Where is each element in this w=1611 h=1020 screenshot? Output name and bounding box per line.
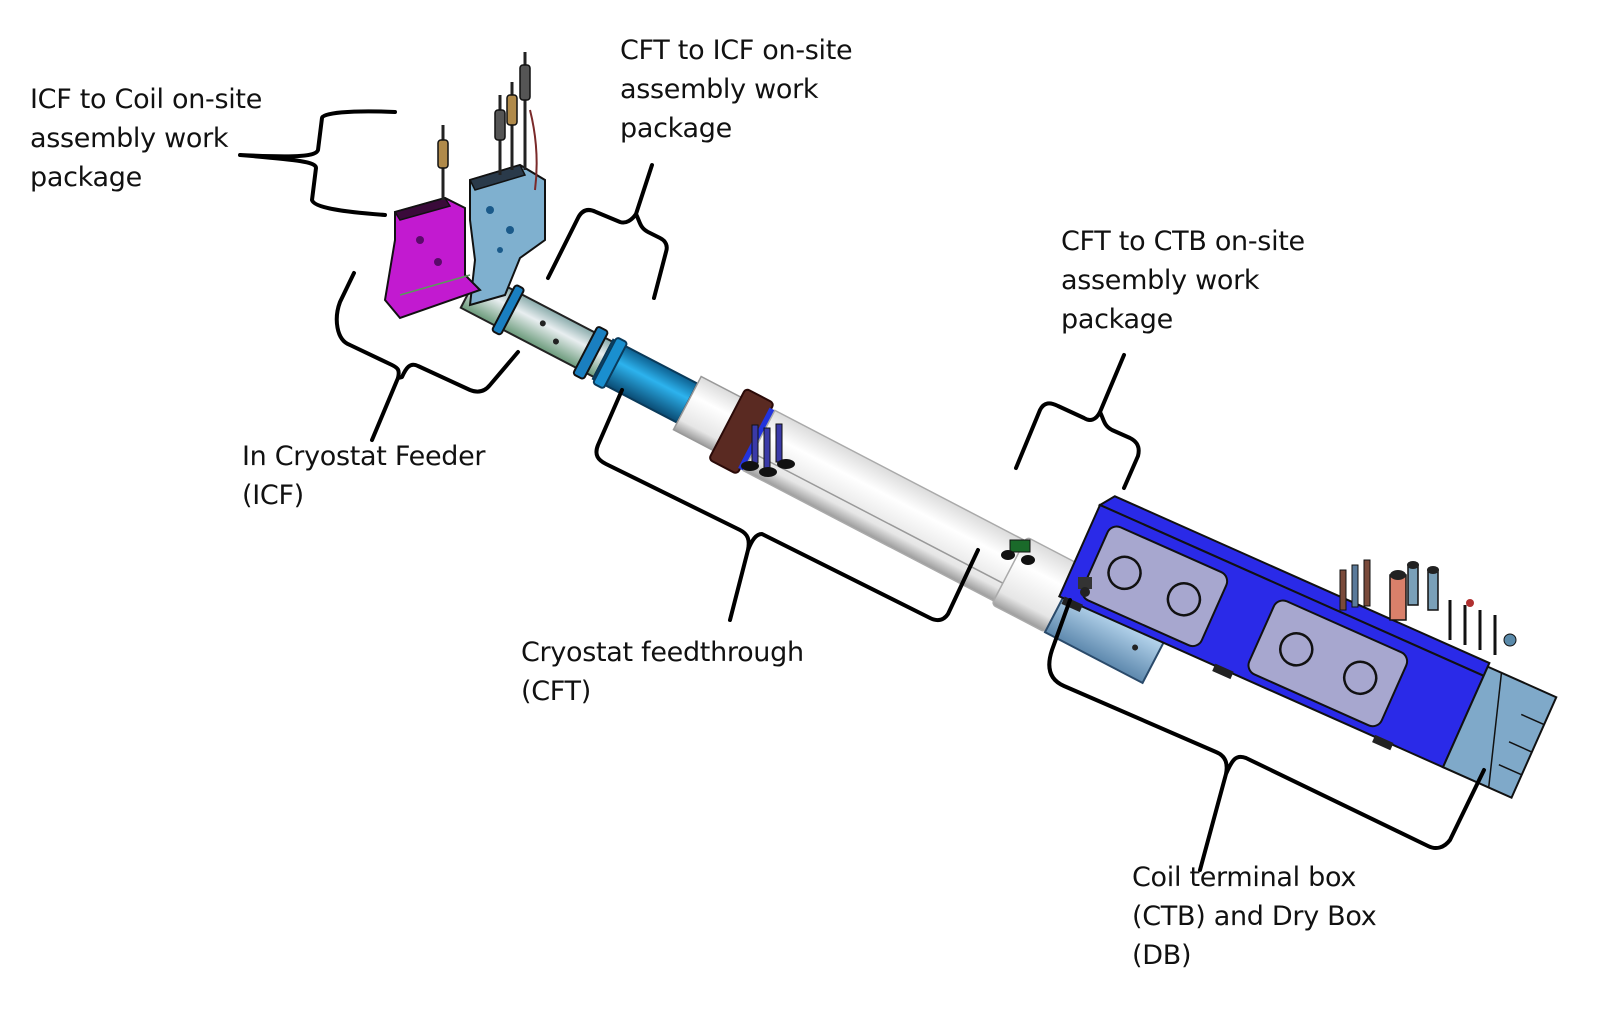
cft-support-stand xyxy=(741,423,795,477)
ctb-db-assembly xyxy=(1058,495,1558,800)
ctb-instruments xyxy=(1339,559,1517,655)
brace-cft xyxy=(594,388,980,623)
cft-pipe-assembly xyxy=(459,270,1179,685)
label-line: (CTB) and Dry Box xyxy=(1132,901,1377,932)
label-line: CFT to CTB on-site xyxy=(1061,226,1305,257)
icf-flange xyxy=(572,326,609,380)
label-line: assembly work xyxy=(30,123,229,154)
label-icf-to-coil-work-package: ICF to Coil on-site assembly work packag… xyxy=(30,80,262,197)
icf-flange xyxy=(491,284,525,336)
label-line: (ICF) xyxy=(242,480,304,511)
ctb-panel xyxy=(1081,525,1229,648)
label-line: Coil terminal box xyxy=(1132,862,1357,893)
icf-magenta-housing xyxy=(383,196,482,320)
brace-cft-to-icf xyxy=(546,163,669,300)
label-line: package xyxy=(30,162,142,193)
label-cft-to-icf-work-package: CFT to ICF on-site assembly work package xyxy=(620,31,853,148)
brace-cft-to-ctb xyxy=(1014,353,1141,490)
cft-green-support xyxy=(1001,539,1035,565)
ctb-side-fitting xyxy=(1078,577,1092,597)
brace-icf-to-coil xyxy=(238,109,397,217)
brace-icf xyxy=(334,271,520,442)
ctb-panel xyxy=(1247,599,1409,728)
label-line: Cryostat feedthrough xyxy=(521,637,804,668)
brace-ctb-db xyxy=(1047,598,1486,872)
label-line: package xyxy=(620,113,732,144)
label-cft: Cryostat feedthrough (CFT) xyxy=(521,633,804,711)
label-line: package xyxy=(1061,304,1173,335)
label-line: CFT to ICF on-site xyxy=(620,35,853,66)
label-line: assembly work xyxy=(620,74,819,105)
icf-instrument-stems xyxy=(437,52,538,200)
icf-blue-housing xyxy=(468,163,546,307)
icf-assembly xyxy=(383,52,546,320)
label-line: assembly work xyxy=(1061,265,1260,296)
label-cft-to-ctb-work-package: CFT to CTB on-site assembly work package xyxy=(1061,222,1305,339)
label-ctb-db: Coil terminal box (CTB) and Dry Box (DB) xyxy=(1132,858,1377,975)
label-icf: In Cryostat Feeder (ICF) xyxy=(242,437,486,515)
label-line: (CFT) xyxy=(521,676,591,707)
label-line: (DB) xyxy=(1132,940,1192,971)
label-line: ICF to Coil on-site xyxy=(30,84,263,115)
label-line: In Cryostat Feeder xyxy=(242,441,486,472)
